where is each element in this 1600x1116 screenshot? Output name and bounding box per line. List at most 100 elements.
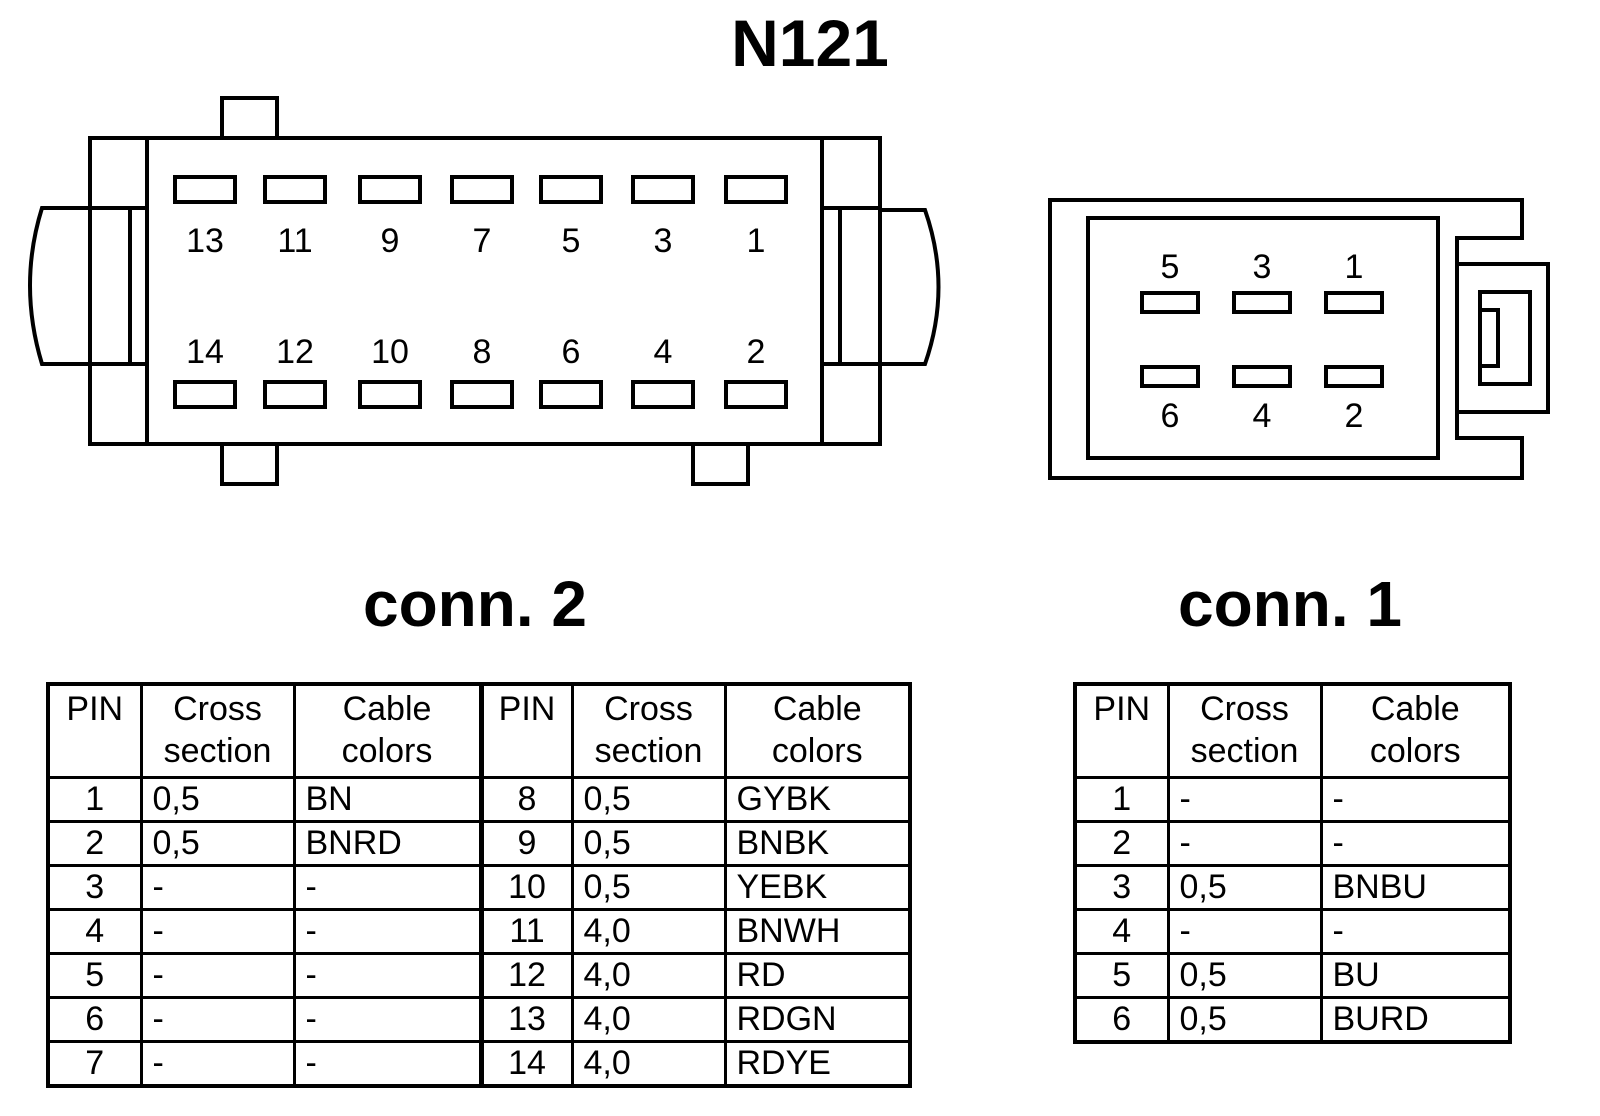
value-cell: YEBK [723,864,912,911]
pin-number-label: 12 [276,333,314,371]
pin-slot [358,380,422,409]
pin-cell: 12 [478,952,574,999]
value-cell: - [1166,820,1323,867]
pin-cell: 8 [478,776,574,823]
pin-slot [1140,365,1200,388]
value-cell: - [1319,908,1512,955]
pin-slot [263,175,327,204]
value-cell: - [139,864,296,911]
pin-cell: 4 [46,908,143,955]
pin-number-label: 13 [186,222,224,260]
left-ear [28,206,90,366]
pin-slot [631,380,695,409]
pin-header: PIN [478,682,574,779]
connector-1-housing [1048,198,1524,480]
value-cell: 0,5 [1166,996,1323,1044]
value-cell: 0,5 [570,864,727,911]
value-cell: BNBK [723,820,912,867]
pin-number-label: 1 [747,222,766,260]
value-cell: - [292,996,483,1043]
pin-number-label: 8 [473,333,492,371]
table-row: 4-- [1073,908,1512,955]
pin-number-label: 7 [473,222,492,260]
pin-cell: 1 [46,776,143,823]
connector-1-drawing [1048,198,1550,480]
pin-number-label: 6 [562,333,581,371]
value-cell: 0,5 [1166,952,1323,999]
value-cell: - [292,1040,483,1088]
pin-number-label: 1 [1345,248,1364,286]
pin-slot [173,175,237,204]
pin-slot [631,175,695,204]
pin-number-label: 10 [371,333,409,371]
inner-left-frame [90,138,149,444]
pin-number-label: 5 [1161,248,1180,286]
pin-cell: 6 [1073,996,1170,1044]
pin-slot [539,380,603,409]
pin-number-label: 2 [1345,397,1364,435]
pin-number-label: 4 [654,333,673,371]
pin-cell: 5 [1073,952,1170,999]
pin-number-label: 4 [1253,397,1272,435]
pin-cell: 4 [1073,908,1170,955]
table-row: 1-- [1073,776,1512,823]
connector-1-latch [1457,262,1550,414]
connector-1-face [1086,216,1440,460]
value-cell: 0,5 [139,820,296,867]
value-cell: RDGN [723,996,912,1043]
value-cell: - [139,996,296,1043]
value-cell: - [292,952,483,999]
pin-number-label: 3 [1253,248,1272,286]
pin-slot [450,175,514,204]
value-cell: 0,5 [570,820,727,867]
pin-slot [1140,291,1200,314]
pin-slot [450,380,514,409]
pin-header: PIN [1073,682,1170,779]
pin-slot [173,380,237,409]
pin-cell: 7 [46,1040,143,1088]
value-cell: RD [723,952,912,999]
value-cell: - [139,952,296,999]
pin-cell: 13 [478,996,574,1043]
value-cell: 0,5 [570,776,727,823]
pin-cell: 6 [46,996,143,1043]
pin-cell: 3 [46,864,143,911]
right-ear [880,208,941,366]
pin-number-label: 11 [277,222,312,260]
pin-cell: 11 [478,908,574,955]
value-cell: 4,0 [570,952,727,999]
value-cell: - [1166,908,1323,955]
pin-slot [1324,365,1384,388]
value-cell: - [139,908,296,955]
value-cell: 0,5 [1166,864,1323,911]
pin-cell: 14 [478,1040,574,1088]
connector-1-label: conn. 1 [1178,568,1402,640]
top-latch-tab [220,96,279,140]
bottom-latch-tab-right [691,442,750,486]
pin-slot [263,380,327,409]
pin-number-label: 5 [562,222,581,260]
value-cell: - [1319,820,1512,867]
value-cell: BU [1319,952,1512,999]
pin-number-label: 14 [186,333,224,371]
value-cell: - [292,864,483,911]
pin-slot [724,380,788,409]
value-cell: RDYE [723,1040,912,1088]
pin-cell: 1 [1073,776,1170,823]
value-cell: 4,0 [570,908,727,955]
value-cell: - [1319,776,1512,823]
bottom-latch-tab-left [220,442,279,486]
